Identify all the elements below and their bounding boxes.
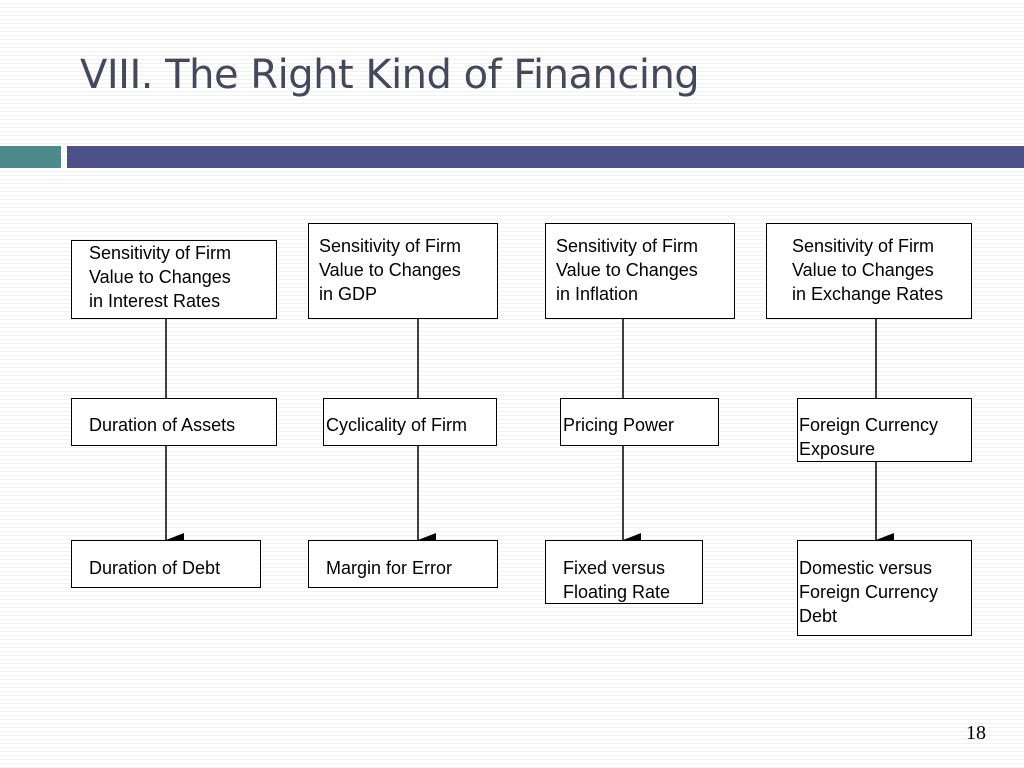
box-text-line: in Exchange Rates [792,284,944,304]
box-text-line: Sensitivity of Firm [792,236,935,256]
box-text-line: Pricing Power [563,415,675,435]
box-text-line: Sensitivity of Firm [556,236,699,256]
box-text-line: Exposure [799,439,876,459]
box-text-line: Sensitivity of Firm [319,236,462,256]
box-text-line: Value to Changes [556,260,698,280]
box-text-line: Duration of Debt [89,558,221,578]
sensitivity-box-interest-rates: Sensitivity of Firm Value to Changes in … [71,240,277,319]
page-number: 18 [966,722,986,744]
factor-box-duration-of-assets: Duration of Assets [71,398,277,446]
box-text-line: Floating Rate [563,582,671,602]
box-text-line: in GDP [319,284,378,304]
box-text-line: in Interest Rates [89,291,221,311]
accent-bar-teal [0,146,61,168]
factor-box-pricing-power: Pricing Power [560,398,719,446]
sensitivity-box-gdp: Sensitivity of Firm Value to Changes in … [308,223,498,319]
box-text-line: Cyclicality of Firm [326,415,468,435]
financing-box-duration-of-debt: Duration of Debt [71,540,261,588]
box-text-line: Margin for Error [326,558,453,578]
box-text-line: Value to Changes [89,267,231,287]
box-text-line: Foreign Currency [799,415,939,435]
box-text-line: Debt [799,606,838,626]
box-text-line: Fixed versus [563,558,666,578]
box-text-line: Sensitivity of Firm [89,243,232,263]
box-text-line: Domestic versus [799,558,933,578]
factor-box-cyclicality-of-firm: Cyclicality of Firm [323,398,497,446]
sensitivity-box-exchange-rates: Sensitivity of Firm Value to Changes in … [766,223,972,319]
financing-box-domestic-vs-foreign-debt: Domestic versus Foreign Currency Debt [797,540,972,636]
box-text-line: Duration of Assets [89,415,236,435]
factor-box-foreign-currency-exposure: Foreign Currency Exposure [797,398,972,462]
box-text-line: Foreign Currency [799,582,939,602]
financing-box-margin-for-error: Margin for Error [308,540,498,588]
financing-box-fixed-vs-floating: Fixed versus Floating Rate [545,540,703,604]
sensitivity-box-inflation: Sensitivity of Firm Value to Changes in … [545,223,735,319]
box-text-line: Value to Changes [319,260,461,280]
box-text-line: Value to Changes [792,260,934,280]
box-text-line: in Inflation [556,284,639,304]
accent-bar-blue [67,146,1024,168]
slide-title: VIII. The Right Kind of Financing [80,52,700,98]
